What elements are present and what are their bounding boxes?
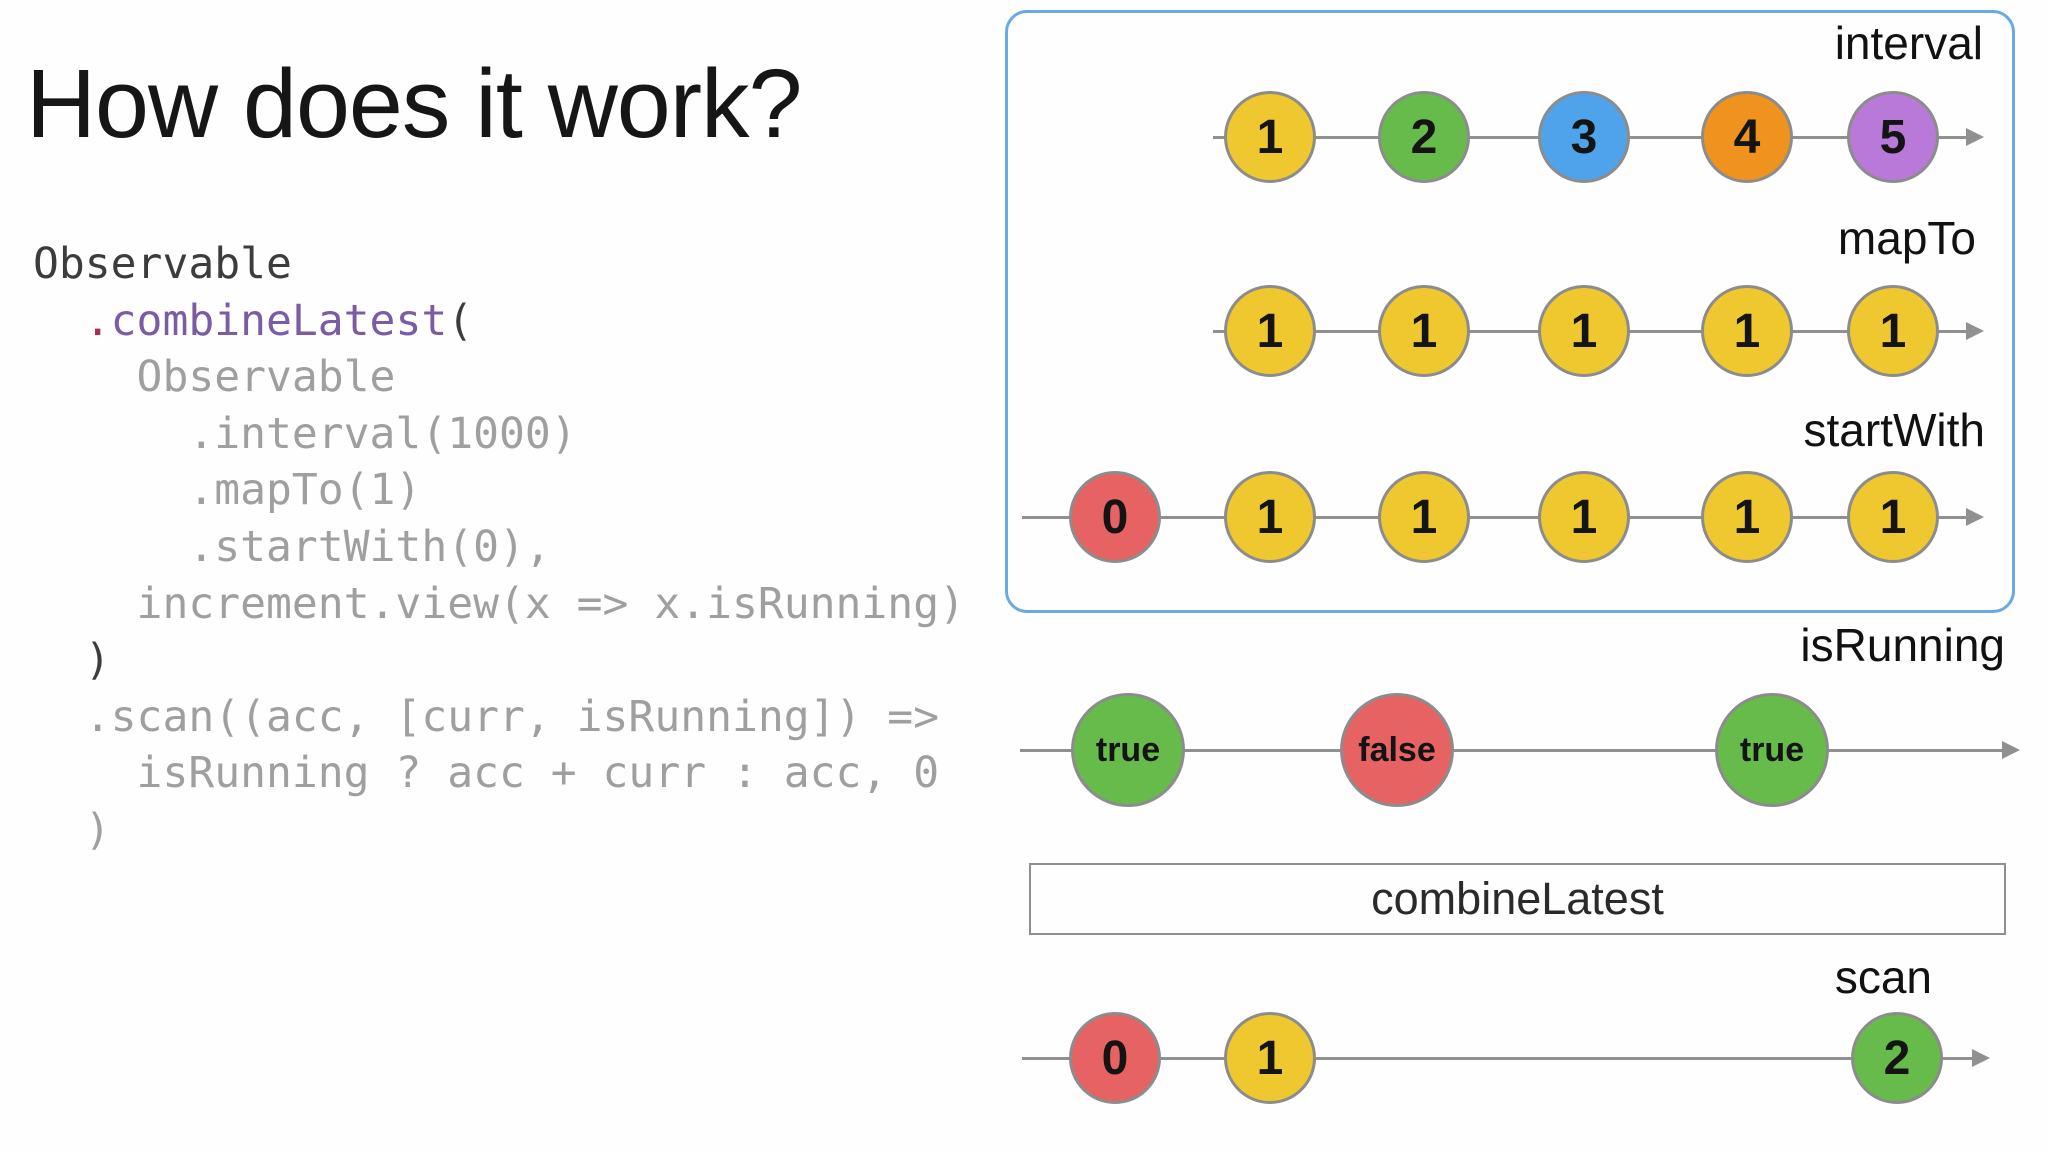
marble-startWith: 1 [1378,471,1470,563]
marble-startWith: 1 [1701,471,1793,563]
marble-group-box [1005,10,2015,613]
timeline-isRunning [1020,748,2004,752]
marble-scan: 2 [1851,1012,1943,1104]
marble-isRunning: true [1715,693,1829,807]
marble-startWith: 1 [1538,471,1630,563]
code-block: Observable .combineLatest( Observable .i… [33,236,965,859]
marble-mapTo: 1 [1701,285,1793,377]
timeline-arrow-icon [1966,128,1984,146]
marble-interval: 3 [1538,91,1630,183]
marble-mapTo: 1 [1538,285,1630,377]
marble-scan: 0 [1069,1012,1161,1104]
timeline-arrow-icon [1966,322,1984,340]
marble-mapTo: 1 [1378,285,1470,377]
code-token: combineLatest [110,295,448,346]
timeline-arrow-icon [1972,1049,1990,1067]
marble-interval: 1 [1224,91,1316,183]
code-line: .mapTo(1) [33,462,965,519]
marble-startWith: 0 [1069,471,1161,563]
marble-isRunning: true [1071,693,1185,807]
code-token: .interval(1000) [33,408,577,459]
marble-mapTo: 1 [1224,285,1316,377]
code-token: .scan((acc, [curr, isRunning]) => [33,691,940,742]
code-line: increment.view(x => x.isRunning) [33,576,965,633]
code-token: isRunning ? acc + curr : acc, 0 [33,748,940,799]
row-label-startWith: startWith [1803,404,1985,456]
code-token: ) [33,804,111,855]
marble-interval: 4 [1701,91,1793,183]
row-label-interval: interval [1834,17,1983,69]
code-line: .combineLatest( [33,293,965,350]
timeline-arrow-icon [1966,508,1984,526]
code-line: isRunning ? acc + curr : acc, 0 [33,745,965,802]
row-label-isRunning: isRunning [1800,619,2005,671]
code-token: Observable [33,239,292,289]
code-line: .interval(1000) [33,406,965,463]
code-token: Observable [33,352,396,403]
code-token: .startWith(0), [33,521,551,572]
timeline-scan [1022,1056,1974,1060]
marble-scan: 1 [1224,1012,1316,1104]
code-token: . [84,295,111,346]
page-title: How does it work? [26,49,802,158]
code-token: ) [33,635,111,686]
marble-mapTo: 1 [1847,285,1939,377]
combine-latest-label: combineLatest [1371,873,1664,924]
code-token: increment.view(x => x.isRunning) [33,578,965,629]
code-line: ) [33,802,965,859]
timeline-arrow-icon [2002,741,2020,759]
marble-isRunning: false [1340,693,1454,807]
row-label-scan: scan [1834,951,1932,1003]
code-line: ) [33,632,965,689]
combine-latest-box: combineLatest [1029,863,2006,935]
marble-interval: 5 [1847,91,1939,183]
row-label-mapTo: mapTo [1837,212,1976,264]
code-line: Observable [33,349,965,406]
marble-startWith: 1 [1224,471,1316,563]
code-token [33,296,85,346]
code-line: Observable [33,236,965,293]
code-token: .mapTo(1) [33,465,422,516]
marble-interval: 2 [1378,91,1470,183]
code-line: .scan((acc, [curr, isRunning]) => [33,689,965,746]
code-token: ( [447,295,474,346]
code-line: .startWith(0), [33,519,965,576]
timeline-startWith [1022,515,1968,519]
marble-startWith: 1 [1847,471,1939,563]
